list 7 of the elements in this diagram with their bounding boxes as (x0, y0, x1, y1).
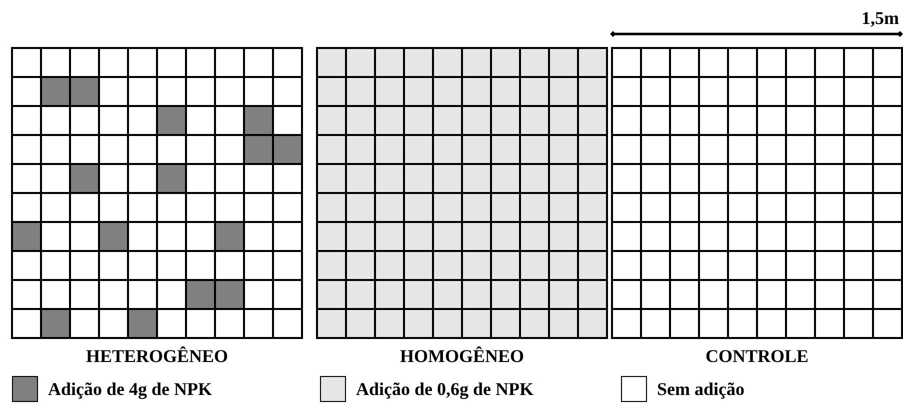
legend-label: Adição de 4g de NPK (48, 378, 212, 401)
legend-label: Sem adição (657, 378, 744, 401)
panel-title: HETEROGÊNEO (84, 346, 230, 367)
legend-label: Adição de 0,6g de NPK (356, 378, 534, 401)
scale-label: 1,5m (862, 8, 899, 29)
panel-title: HOMOGÊNEO (398, 346, 525, 367)
panel-title: CONTROLE (704, 346, 810, 367)
